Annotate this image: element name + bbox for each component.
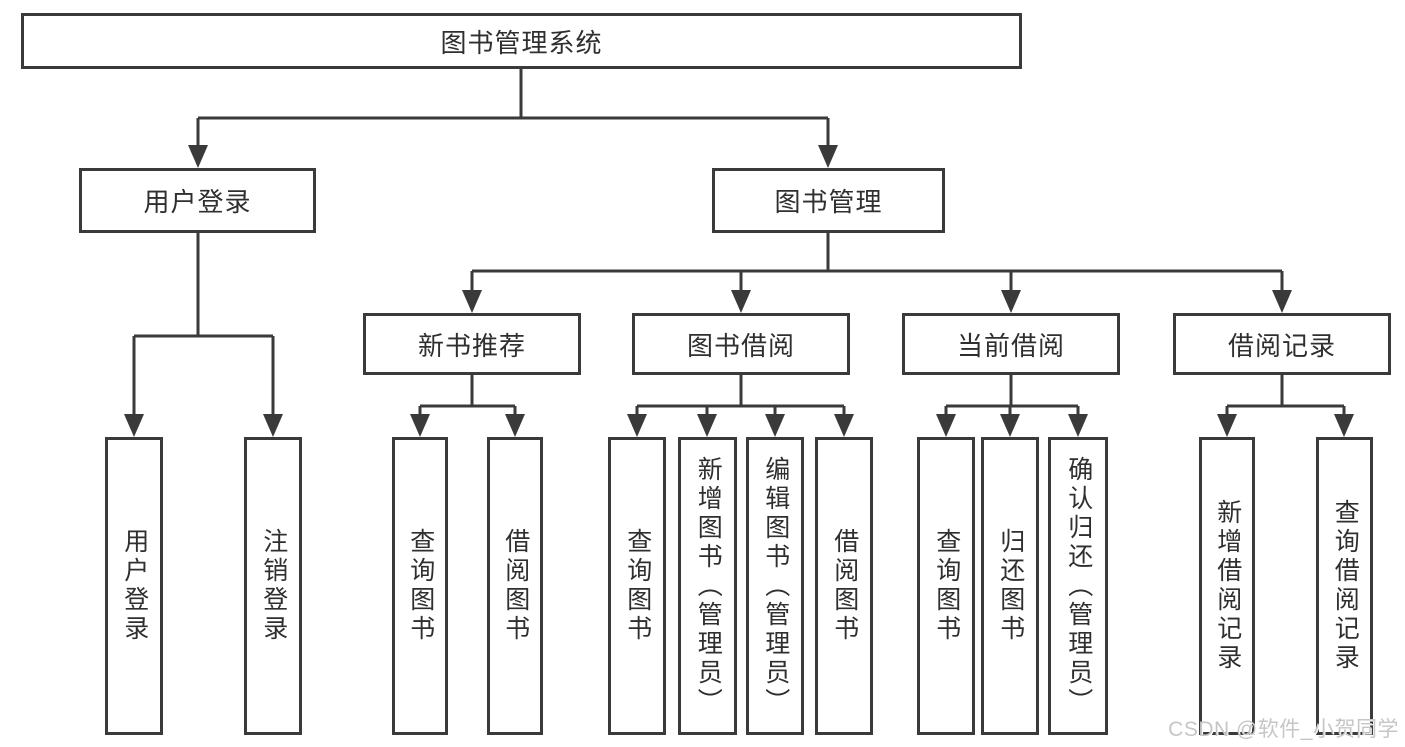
arrow-down-icon (936, 414, 956, 437)
arrowheads (124, 145, 1354, 437)
leaf-edit-book-admin: 编辑图书（管理员） (746, 437, 804, 735)
leaf-label: 新增借阅记录 (1213, 499, 1242, 673)
leaf-label: 确认归还（管理员） (1064, 455, 1093, 717)
leaf-add-borrow-record: 新增借阅记录 (1199, 437, 1255, 735)
arrow-down-icon (505, 414, 525, 437)
arrow-down-icon (124, 414, 144, 437)
connector-book-borrow (635, 375, 846, 417)
leaf-logout: 注销登录 (244, 437, 302, 735)
leaf-confirm-return-admin: 确认归还（管理员） (1048, 437, 1108, 735)
leaf-borrow-books: 借阅图书 (815, 437, 873, 735)
leaf-label: 查询图书 (623, 528, 652, 644)
leaf-query-books-borrow: 查询图书 (608, 437, 666, 735)
leaf-label: 查询借阅记录 (1331, 499, 1360, 673)
node-borrow-records: 借阅记录 (1173, 313, 1391, 375)
leaf-borrow-books-recommend: 借阅图书 (487, 437, 543, 735)
connector-new-book-recommend (418, 375, 517, 417)
connector-borrow-records (1225, 375, 1346, 417)
arrow-down-icon (627, 414, 647, 437)
arrow-down-icon (1217, 414, 1237, 437)
node-label: 图书管理系统 (440, 27, 603, 58)
leaf-query-books-current: 查询图书 (917, 437, 975, 735)
node-label: 新书推荐 (417, 330, 526, 361)
node-label: 用户登录 (143, 187, 252, 217)
arrow-down-icon (1001, 290, 1021, 313)
node-label: 图书管理 (774, 187, 883, 217)
node-book-management: 图书管理 (712, 168, 945, 233)
arrow-down-icon (1272, 290, 1292, 313)
leaf-query-books-recommend: 查询图书 (392, 437, 448, 735)
connector-root (196, 69, 830, 149)
leaf-label: 用户登录 (120, 528, 149, 644)
arrow-down-icon (818, 145, 838, 168)
leaf-label: 注销登录 (259, 528, 288, 644)
leaf-user-login: 用户登录 (105, 437, 163, 735)
leaf-label: 归还图书 (996, 528, 1025, 644)
leaf-label: 查询图书 (406, 528, 435, 644)
node-label: 当前借阅 (956, 330, 1065, 361)
arrow-down-icon (1068, 414, 1088, 437)
csdn-watermark: CSDN @软件_小贺同学 (1168, 718, 1399, 741)
arrow-down-icon (834, 414, 854, 437)
arrow-down-icon (765, 414, 785, 437)
leaf-label: 借阅图书 (501, 528, 530, 644)
connector-user-login (132, 233, 275, 418)
leaf-add-book-admin: 新增图书（管理员） (678, 437, 737, 735)
node-book-borrow: 图书借阅 (632, 313, 850, 375)
node-current-borrow: 当前借阅 (902, 313, 1120, 375)
leaf-label: 查询图书 (932, 528, 961, 644)
arrow-down-icon (462, 290, 482, 313)
leaf-return-book: 归还图书 (981, 437, 1039, 735)
leaf-label: 借阅图书 (830, 528, 859, 644)
node-new-book-recommend: 新书推荐 (363, 313, 581, 375)
arrow-down-icon (1334, 414, 1354, 437)
arrow-down-icon (188, 145, 208, 168)
connector-book-management (470, 233, 1284, 293)
arrow-down-icon (410, 414, 430, 437)
arrow-down-icon (697, 414, 717, 437)
leaf-query-borrow-record: 查询借阅记录 (1316, 437, 1373, 735)
connector-current-borrow (944, 375, 1080, 417)
node-label: 借阅记录 (1227, 330, 1336, 361)
leaf-label: 编辑图书（管理员） (761, 455, 790, 717)
node-library-management-system: 图书管理系统 (21, 13, 1022, 69)
arrow-down-icon (263, 414, 283, 437)
node-label: 图书借阅 (686, 330, 795, 361)
leaf-label: 新增图书（管理员） (694, 455, 723, 717)
arrow-down-icon (731, 290, 751, 313)
arrow-down-icon (1000, 414, 1020, 437)
node-user-login: 用户登录 (79, 168, 316, 233)
